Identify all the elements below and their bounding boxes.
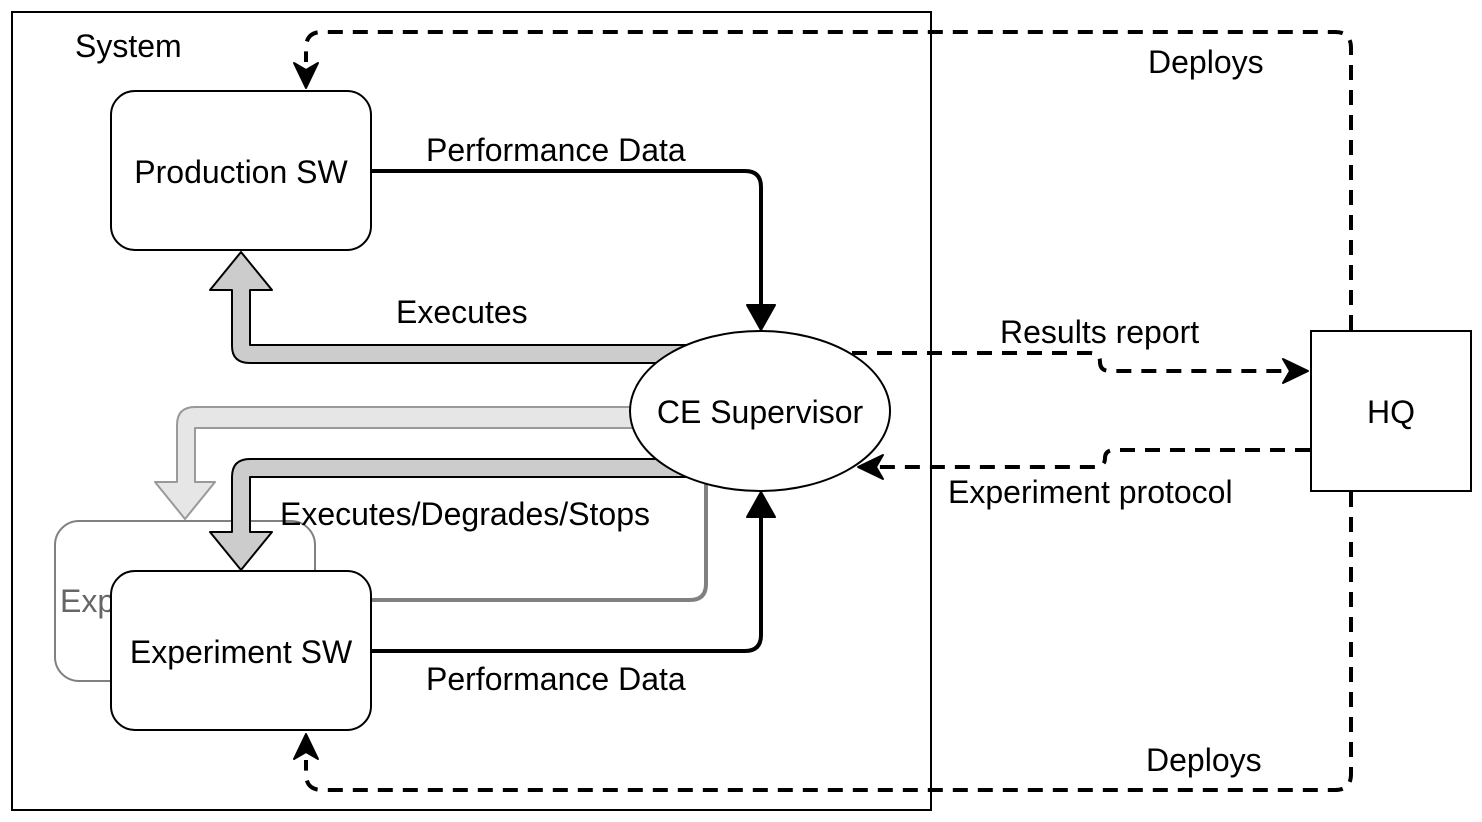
deploys-top-arrowhead xyxy=(293,62,319,89)
perf-top-label: Performance Data xyxy=(426,132,686,168)
executes-degrades-label: Executes/Degrades/Stops xyxy=(280,496,650,532)
results-report-label: Results report xyxy=(1000,314,1199,350)
ce-supervisor-label: CE Supervisor xyxy=(657,394,864,430)
perf-bottom-arrowhead xyxy=(746,491,776,518)
system-boundary xyxy=(11,11,932,811)
hq-label: HQ xyxy=(1367,394,1415,430)
deploys-top-line xyxy=(304,30,1353,330)
perf-bottom-label: Performance Data xyxy=(426,661,686,697)
experiment-protocol-label: Experiment protocol xyxy=(948,474,1233,510)
experiment-ghost-label: Exp xyxy=(60,583,115,619)
production-sw-box[interactable] xyxy=(110,90,372,251)
deploys-top-label: Deploys xyxy=(1148,44,1264,80)
experiment-sw-label: Experiment SW xyxy=(130,634,353,670)
perf-top-line xyxy=(372,169,763,310)
results-report-arrowhead xyxy=(1282,358,1309,384)
experiment-protocol-arrowhead xyxy=(857,454,884,480)
hq-box[interactable] xyxy=(1310,330,1472,492)
experiment-sw-box[interactable] xyxy=(110,570,372,731)
system-label: System xyxy=(75,28,182,64)
executes-fat-arrow xyxy=(209,251,691,364)
ce-supervisor-node[interactable] xyxy=(629,330,891,492)
ghost-feedback-line xyxy=(372,475,708,602)
production-sw-label: Production SW xyxy=(134,154,348,190)
perf-bottom-line xyxy=(372,512,763,653)
experiment-protocol-line xyxy=(878,448,1310,469)
executes-label: Executes xyxy=(396,294,528,330)
deploys-bottom-line xyxy=(304,492,1353,792)
executes-degrades-fat-arrow xyxy=(209,458,691,571)
perf-top-arrowhead xyxy=(746,304,776,331)
deploys-bottom-arrowhead xyxy=(293,733,319,760)
results-report-line xyxy=(852,351,1288,373)
ghost-fat-arrow xyxy=(154,406,651,520)
deploys-bottom-label: Deploys xyxy=(1146,742,1262,778)
